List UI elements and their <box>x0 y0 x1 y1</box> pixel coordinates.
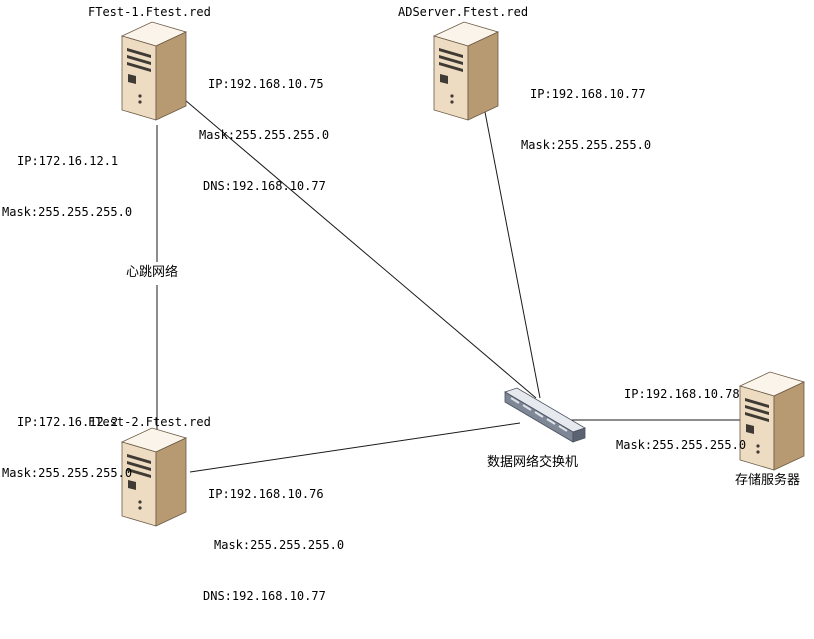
storage-ip: IP:192.168.10.78 <box>624 387 740 401</box>
ftest1-config: IP:192.168.10.75 Mask:255.255.255.0 DNS:… <box>199 42 329 229</box>
ftest1-ip: IP:192.168.10.75 <box>208 77 324 91</box>
adserver-config: IP:192.168.10.77 Mask:255.255.255.0 <box>521 52 651 188</box>
server-icon-adserver <box>433 21 499 121</box>
ftest2-heartbeat-config: IP:172.16.12.2 Mask:255.255.255.0 <box>2 380 132 516</box>
ftest2-dns: DNS:192.168.10.77 <box>203 589 326 603</box>
server-icon-storage <box>739 371 805 471</box>
heartbeat-network-label: 心跳网络 <box>126 265 179 280</box>
ftest2-mask: Mask:255.255.255.0 <box>214 538 345 552</box>
ftest2-name: FTest-2.Ftest.red <box>88 415 211 429</box>
ftest1-dns: DNS:192.168.10.77 <box>203 179 326 193</box>
ftest2-hb-ip: IP:172.16.12.2 <box>17 415 119 429</box>
ftest1-hb-ip: IP:172.16.12.1 <box>17 154 119 168</box>
ftest1-hb-mask: Mask:255.255.255.0 <box>2 205 133 219</box>
network-switch-icon <box>504 387 586 443</box>
adserver-ip: IP:192.168.10.77 <box>530 87 646 101</box>
storage-mask: Mask:255.255.255.0 <box>616 438 747 452</box>
ftest2-hb-mask: Mask:255.255.255.0 <box>2 466 133 480</box>
ftest1-mask: Mask:255.255.255.0 <box>199 128 330 142</box>
storage-config: IP:192.168.10.78 Mask:255.255.255.0 <box>616 352 746 488</box>
ftest2-config: IP:192.168.10.76 Mask:255.255.255.0 DNS:… <box>203 452 345 639</box>
storage-name: 存储服务器 <box>735 473 801 488</box>
ftest1-heartbeat-config: IP:172.16.12.1 Mask:255.255.255.0 <box>2 119 132 255</box>
link-adserver-switch <box>484 111 541 399</box>
network-topology-diagram: FTest-1.Ftest.red IP:192.168.10.75 Mask:… <box>2 5 805 603</box>
ftest1-name: FTest-1.Ftest.red <box>88 5 211 19</box>
adserver-name: ADServer.Ftest.red <box>398 5 529 19</box>
adserver-mask: Mask:255.255.255.0 <box>521 138 652 152</box>
switch-name: 数据网络交换机 <box>487 455 579 470</box>
ftest2-ip: IP:192.168.10.76 <box>208 487 324 501</box>
link-ftest2-switch <box>189 422 521 473</box>
link-ftest1-switch <box>184 99 537 399</box>
server-icon-ftest1 <box>121 21 187 121</box>
diagram-canvas <box>121 21 805 527</box>
